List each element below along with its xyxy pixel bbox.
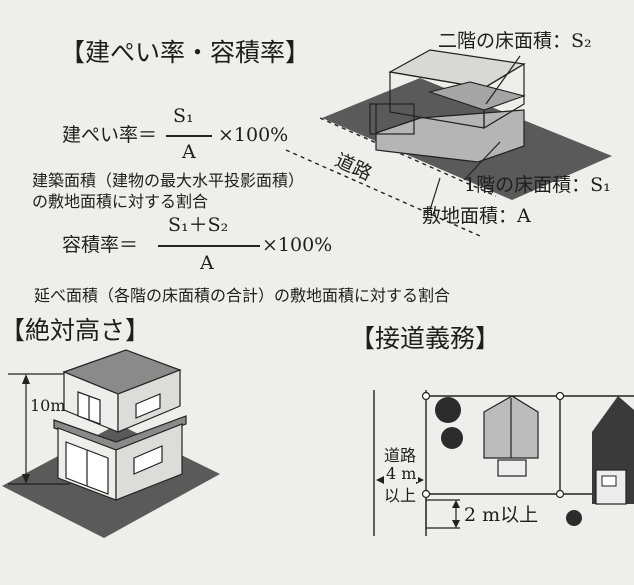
road-access-road-width: 4 m xyxy=(384,464,419,483)
bcr-note-line2: の敷地面積に対する割合 xyxy=(32,192,209,211)
bcr-denominator: A xyxy=(182,141,196,163)
road-access-frontage: 2 m以上 xyxy=(464,504,539,526)
bcr-note-line1: 建築面積（建物の最大水平投影面積） xyxy=(32,171,305,190)
height-heading: 【絶対高さ】 xyxy=(0,316,151,345)
far-multiplier: ×100% xyxy=(262,234,333,256)
floor1-label: 1階の床面積：S₁ xyxy=(464,174,611,196)
bcr-numerator: S₁ xyxy=(173,105,194,127)
bcr-multiplier: ×100% xyxy=(218,124,289,146)
tree-icon xyxy=(441,427,463,449)
shrub-icon xyxy=(566,510,582,526)
site-label: 敷地面積：A xyxy=(422,205,531,227)
road-access-heading: 【接道義務】 xyxy=(350,324,501,353)
road-edge-line xyxy=(319,117,497,197)
coverage-heading: 【建ぺい率・容積率】 xyxy=(60,38,311,67)
far-denominator: A xyxy=(200,252,214,274)
road-access-road-label: 道路 xyxy=(384,446,417,465)
road-edge-line xyxy=(285,149,481,237)
second-floor-plate xyxy=(428,81,526,111)
bcr-label: 建ぺい率＝ xyxy=(62,124,158,146)
floor2-label: 二階の床面積：S₂ xyxy=(438,30,592,52)
far-numerator: S₁＋S₂ xyxy=(168,214,229,236)
far-fraction-bar xyxy=(158,245,260,247)
far-note: 延べ面積（各階の床面積の合計）の敷地面積に対する割合 xyxy=(34,286,451,305)
tree-icon xyxy=(435,397,461,423)
height-dimension: 10m xyxy=(30,396,66,415)
far-label: 容積率＝ xyxy=(62,234,139,256)
bcr-fraction-bar xyxy=(166,135,212,137)
road-access-road-width-suffix: 以上 xyxy=(384,486,417,505)
